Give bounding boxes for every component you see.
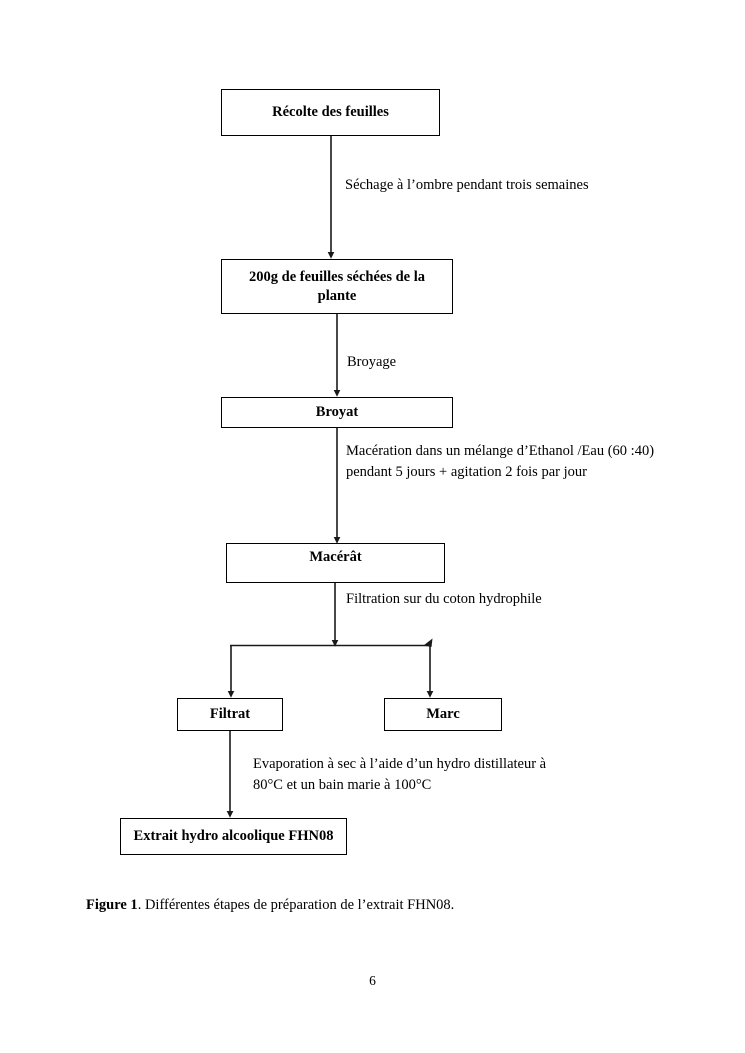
node-filtrat: Filtrat xyxy=(177,698,283,731)
connector-junction-right-cap-arrow-icon xyxy=(423,638,433,647)
node-marc: Marc xyxy=(384,698,502,731)
node-feuilles-sechees: 200g de feuilles séchées de la plante xyxy=(221,259,453,314)
node-label: Filtrat xyxy=(209,706,251,723)
node-recolte-des-feuilles: Récolte des feuilles xyxy=(221,89,440,136)
node-extrait-fhn08: Extrait hydro alcoolique FHN08 xyxy=(120,818,347,855)
node-label: Broyat xyxy=(315,404,359,421)
node-label: Marc xyxy=(426,706,460,723)
page-number: 6 xyxy=(369,973,376,988)
node-broyat: Broyat xyxy=(221,397,453,428)
figure-caption-text: . Différentes étapes de préparation de l… xyxy=(137,897,455,913)
edge-label-filtration: Filtration sur du coton hydrophile xyxy=(346,591,542,607)
edge-label-evaporation: Evaporation à sec à l’aide d’un hydro di… xyxy=(253,756,547,794)
node-label: Récolte des feuilles xyxy=(272,104,389,121)
figure-caption: Figure 1. Différentes étapes de préparat… xyxy=(86,895,454,915)
edge-label-maceration: Macération dans un mélange d’Ethanol /Ea… xyxy=(346,443,655,481)
edge-label-broyage: Broyage xyxy=(347,354,397,370)
node-label: Extrait hydro alcoolique FHN08 xyxy=(133,828,334,845)
node-macerat: Macérât xyxy=(226,543,445,583)
node-label: 200g de feuilles séchées de la plante xyxy=(249,269,425,304)
edge-label-sechage: Séchage à l’ombre pendant trois semaines xyxy=(345,177,589,193)
node-label: Macérât xyxy=(309,549,362,565)
figure-caption-label: Figure 1 xyxy=(86,897,138,913)
